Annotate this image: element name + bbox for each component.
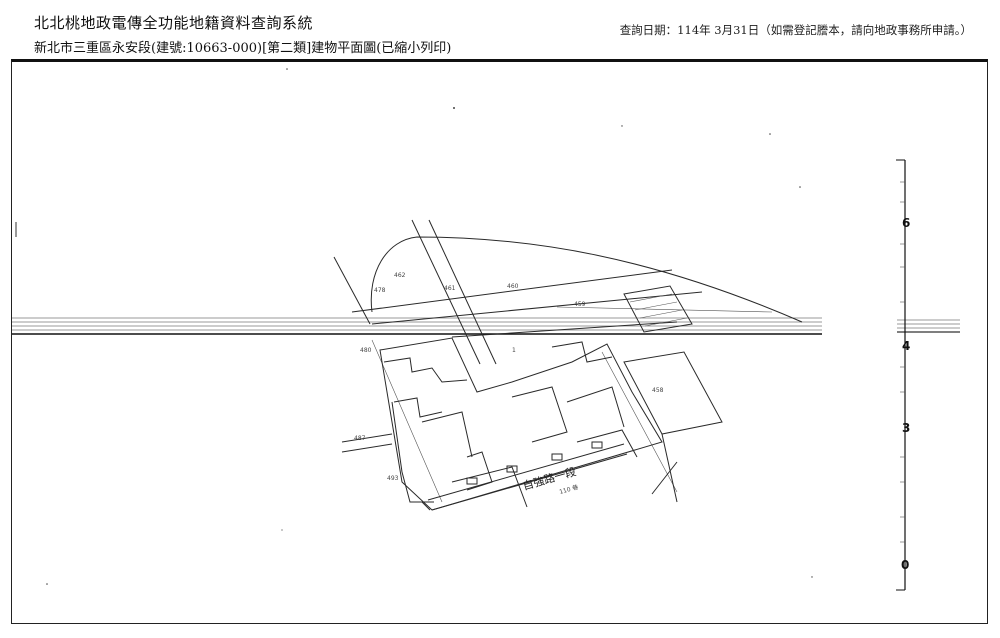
annex-building <box>623 351 723 503</box>
svg-text:493: 493 <box>387 475 399 482</box>
scale-bar: 6 4 3 0 <box>896 159 910 591</box>
scale-label-4: 4 <box>902 339 910 353</box>
scan-specks <box>15 68 813 585</box>
parcel-boundaries <box>333 219 803 503</box>
floor-plan-drawing: 462 478 461 460 459 480 1 458 487 493 自強… <box>11 59 988 624</box>
scan-band <box>12 317 960 335</box>
svg-text:1: 1 <box>512 347 516 354</box>
document-title: 北北桃地政電傳全功能地籍資料查詢系統 <box>34 14 314 32</box>
road-width: 110 巷 <box>558 483 579 496</box>
svg-text:462: 462 <box>394 272 406 279</box>
building-outline <box>379 337 663 511</box>
scale-label-0: 0 <box>901 558 909 572</box>
hatched-area <box>623 285 693 333</box>
svg-text:478: 478 <box>374 287 386 294</box>
svg-text:459: 459 <box>574 301 586 308</box>
query-date: 查詢日期：114年 3月31日（如需登記謄本，請向地政事務所申請。） <box>619 23 972 37</box>
document-subtitle: 新北市三重區永安段(建號:10663-000)[第二類]建物平面圖(已縮小列印) <box>34 41 452 56</box>
svg-text:460: 460 <box>507 283 519 290</box>
scale-label-6: 6 <box>902 216 910 230</box>
road-boundary <box>341 433 431 511</box>
annotations: 462 478 461 460 459 480 1 458 487 493 <box>354 272 664 482</box>
svg-text:458: 458 <box>652 387 664 394</box>
svg-text:487: 487 <box>354 435 366 442</box>
floor-plan-svg: 462 478 461 460 459 480 1 458 487 493 自強… <box>12 68 960 591</box>
road-labels: 自強路一段 110 巷 <box>521 464 579 496</box>
scale-label-3: 3 <box>902 421 910 435</box>
svg-text:480: 480 <box>360 347 372 354</box>
svg-text:461: 461 <box>444 285 456 292</box>
